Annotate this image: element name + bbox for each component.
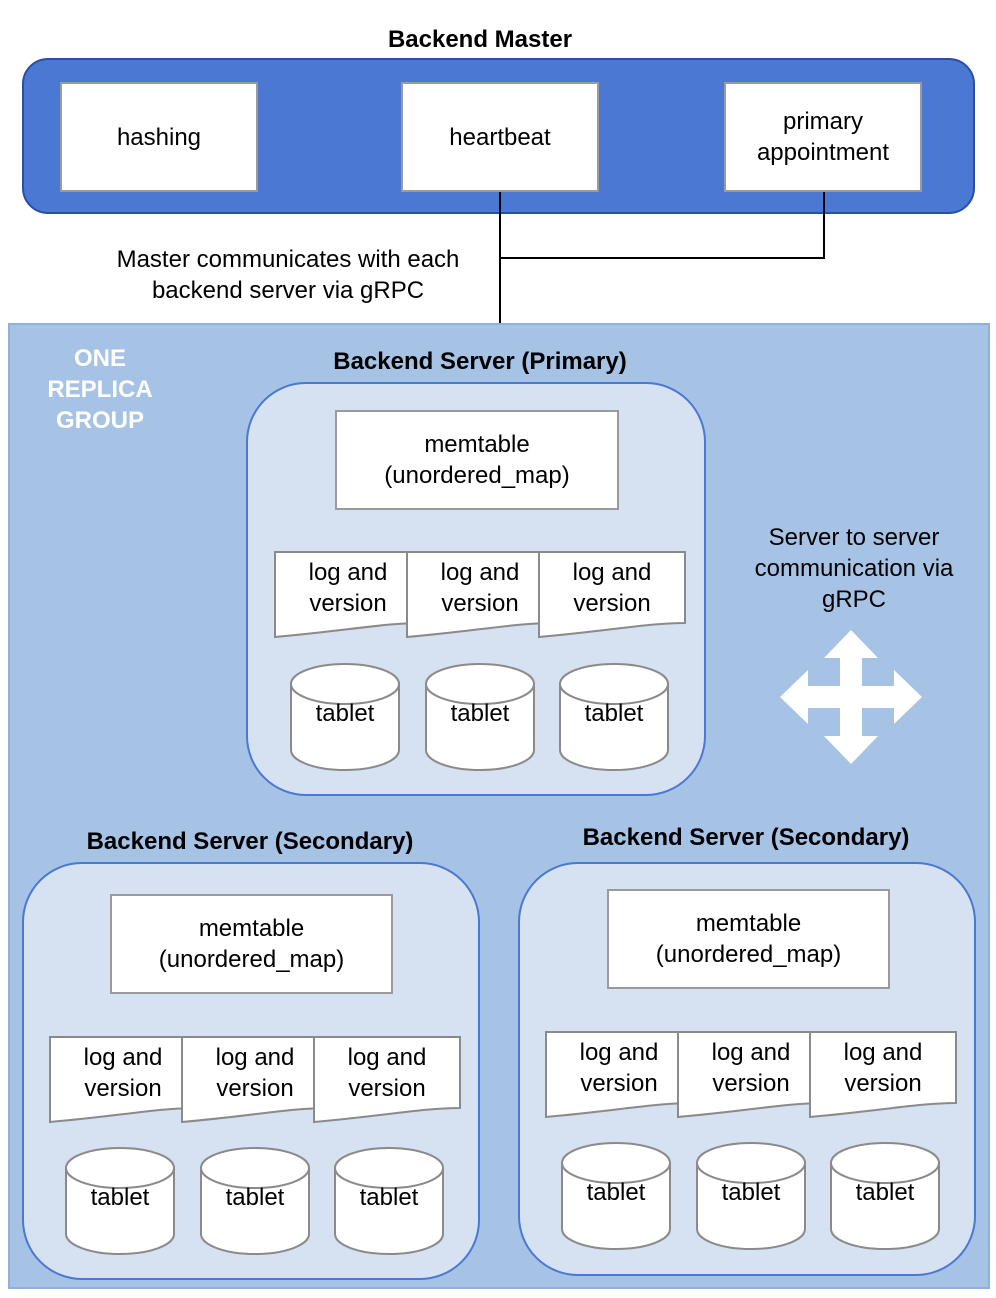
server-secondary-1-tablet-2-label: tablet xyxy=(225,1184,285,1211)
master-hashing-box: hashing xyxy=(60,82,258,192)
server-secondary-2-tablet-2: tablet xyxy=(695,1141,807,1253)
server-primary-title: Backend Server (Primary) xyxy=(333,348,627,375)
server-primary-log-2: log and version xyxy=(406,551,554,643)
server-primary-tablet-1-label: tablet xyxy=(315,700,375,727)
server-primary-tablet-3-label: tablet xyxy=(584,700,644,727)
server-secondary-1-tablet-3-label: tablet xyxy=(359,1184,419,1211)
server-secondary-1-tablet-1: tablet xyxy=(64,1146,176,1258)
server-secondary-2-tablet-3-label: tablet xyxy=(855,1179,915,1206)
server-secondary-2-log-3-label: log and version xyxy=(843,1039,923,1097)
server-primary-log-3-label: log and version xyxy=(572,559,652,617)
server-secondary-2-tablet-1: tablet xyxy=(560,1141,672,1253)
server-secondary-1-log-2-label: log and version xyxy=(215,1044,295,1102)
server-primary-memtable: memtable (unordered_map) xyxy=(335,410,619,510)
server-secondary-2-tablet-1-label: tablet xyxy=(586,1179,646,1206)
server-primary-log-1-label: log and version xyxy=(308,559,388,617)
server-secondary-2-title: Backend Server (Secondary) xyxy=(582,824,910,851)
master-communication-note: Master communicates with each backend se… xyxy=(116,246,460,304)
server-secondary-2-log-3: log and version xyxy=(809,1031,957,1123)
four-way-arrow-icon xyxy=(780,630,922,764)
server-secondary-1-title: Backend Server (Secondary) xyxy=(86,828,414,855)
server-primary-tablet-1: tablet xyxy=(289,662,401,774)
server-secondary-2-log-1-label: log and version xyxy=(579,1039,659,1097)
server-secondary-1-log-2: log and version xyxy=(181,1036,329,1128)
server-secondary-1-tablet-2: tablet xyxy=(199,1146,311,1258)
master-connector-lines xyxy=(499,192,825,324)
server-primary-tablet-3: tablet xyxy=(558,662,670,774)
server-primary-log-2-label: log and version xyxy=(440,559,520,617)
server-secondary-1-tablet-1-label: tablet xyxy=(90,1184,150,1211)
server-secondary-2-log-2: log and version xyxy=(677,1031,825,1123)
server-secondary-2-tablet-3: tablet xyxy=(829,1141,941,1253)
master-hashing-label: hashing xyxy=(116,123,202,151)
server-secondary-2-memtable-label: memtable (unordered_map) xyxy=(655,910,842,968)
server-secondary-1-log-3-label: log and version xyxy=(347,1044,427,1102)
server-secondary-1-log-3: log and version xyxy=(313,1036,461,1128)
server-secondary-1-log-1-label: log and version xyxy=(83,1044,163,1102)
master-title: Backend Master xyxy=(387,26,573,53)
replica-group-label: ONE REPLICA GROUP xyxy=(47,345,153,434)
master-primary-appointment-label: primary appointment xyxy=(756,108,890,166)
server-secondary-2-memtable: memtable (unordered_map) xyxy=(607,889,890,989)
server-primary-tablet-2: tablet xyxy=(424,662,536,774)
server-secondary-2-log-2-label: log and version xyxy=(711,1039,791,1097)
server-secondary-1-memtable: memtable (unordered_map) xyxy=(110,894,393,994)
peer-communication-note: Server to server communication via gRPC xyxy=(754,524,954,613)
server-secondary-1-log-1: log and version xyxy=(49,1036,197,1128)
server-primary-log-1: log and version xyxy=(274,551,422,643)
server-primary-tablet-2-label: tablet xyxy=(450,700,510,727)
master-heartbeat-label: heartbeat xyxy=(449,123,551,151)
master-primary-appointment-box: primary appointment xyxy=(724,82,922,192)
server-secondary-1-memtable-label: memtable (unordered_map) xyxy=(158,915,345,973)
server-primary-memtable-label: memtable (unordered_map) xyxy=(384,431,570,489)
server-secondary-2-log-1: log and version xyxy=(545,1031,693,1123)
server-secondary-1-tablet-3: tablet xyxy=(333,1146,445,1258)
master-heartbeat-box: heartbeat xyxy=(401,82,599,192)
server-primary-log-3: log and version xyxy=(538,551,686,643)
server-secondary-2-tablet-2-label: tablet xyxy=(721,1179,781,1206)
